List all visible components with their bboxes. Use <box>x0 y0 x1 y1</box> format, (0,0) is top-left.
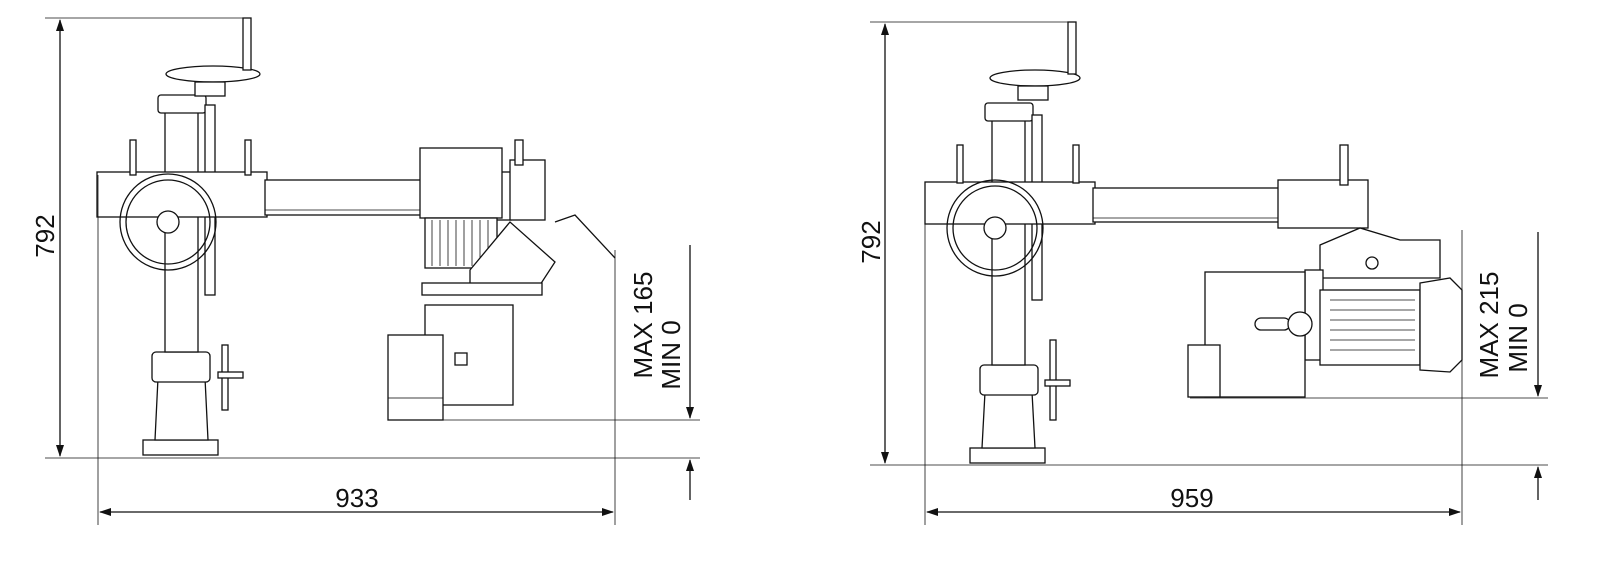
range-max-label: MAX 215 <box>1474 272 1504 379</box>
range-max-label: MAX 165 <box>628 272 658 379</box>
right-dimensions: 792 959 MAX 215 MIN 0 <box>856 21 1548 525</box>
height-label: 792 <box>30 214 60 257</box>
left-power-feeder-drawing <box>96 17 616 456</box>
width-label: 959 <box>1170 483 1213 513</box>
range-min-label: MIN 0 <box>1503 303 1533 372</box>
width-label: 933 <box>335 483 378 513</box>
left-dimensions: 792 933 MAX 165 MIN 0 <box>30 17 700 525</box>
right-power-feeder-drawing <box>924 21 1463 464</box>
height-label: 792 <box>856 220 886 263</box>
range-min-label: MIN 0 <box>656 320 686 389</box>
